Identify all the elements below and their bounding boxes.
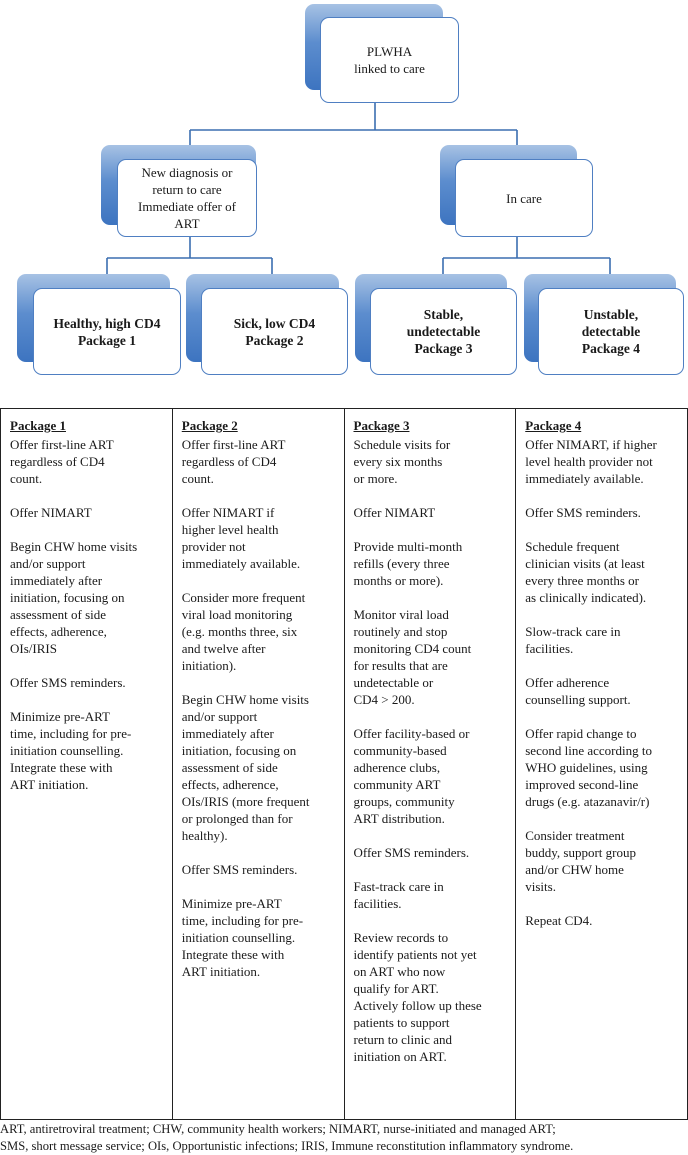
new-diagnosis-box: New diagnosis or return to care Immediat… — [117, 159, 257, 237]
list-item: Provide multi-month refills (every three… — [353, 539, 463, 588]
package-3-column: Package 3 Schedule visits for every six … — [345, 409, 517, 1119]
list-item: Begin CHW home visits and/or support imm… — [181, 692, 310, 843]
in-care-label: In care — [506, 190, 542, 206]
package-4-label: Unstable, detectable Package 4 — [581, 307, 641, 356]
package-1-box: Healthy, high CD4 Package 1 — [33, 288, 181, 375]
package-2-box: Sick, low CD4 Package 2 — [201, 288, 348, 375]
list-item: Offer rapid change to second line accord… — [525, 726, 652, 809]
list-item: Offer SMS reminders. — [525, 505, 641, 520]
in-care-box: In care — [455, 159, 593, 237]
list-item: Repeat CD4. — [525, 913, 593, 928]
package-3-box: Stable, undetectable Package 3 — [370, 288, 517, 375]
package-1-label: Healthy, high CD4 Package 1 — [53, 315, 161, 348]
connector-lines — [106, 102, 611, 288]
list-item: Consider more frequent viral load monito… — [181, 590, 306, 673]
root-box: PLWHA linked to care — [320, 17, 459, 103]
list-item: Consider treatment buddy, support group … — [525, 828, 636, 894]
column-header: Package 3 — [353, 418, 410, 433]
new-diagnosis-label: New diagnosis or return to care Immediat… — [138, 165, 236, 231]
package-1-column: Package 1 Offer first-line ART regardles… — [1, 409, 173, 1119]
list-item: Offer SMS reminders. — [181, 862, 298, 877]
package-2-column: Package 2 Offer first-line ART regardles… — [173, 409, 345, 1119]
list-item: Schedule frequent clinician visits (at l… — [525, 539, 647, 605]
column-header: Package 4 — [525, 418, 582, 433]
list-item: Offer SMS reminders. — [10, 675, 126, 690]
packages-table: Package 1 Offer first-line ART regardles… — [0, 408, 688, 1120]
list-item: Review records to identify patients not … — [353, 930, 482, 1064]
package-4-column: Package 4 Offer NIMART, if higher level … — [516, 409, 687, 1119]
list-item: Schedule visits for every six months or … — [353, 437, 451, 486]
list-item: Begin CHW home visits and/or support imm… — [10, 539, 138, 656]
package-3-label: Stable, undetectable Package 3 — [406, 307, 481, 356]
list-item: Slow-track care in facilities. — [525, 624, 621, 656]
list-item: Offer facility-based or community-based … — [353, 726, 470, 826]
list-item: Offer NIMART, if higher level health pro… — [525, 437, 657, 486]
list-item: Offer NIMART if higher level health prov… — [181, 505, 301, 571]
list-item: Offer first-line ART regardless of CD4 c… — [10, 437, 114, 486]
package-4-box: Unstable, detectable Package 4 — [538, 288, 684, 375]
care-flow-diagram: PLWHA linked to care New diagnosis or re… — [0, 0, 688, 400]
list-item: Offer NIMART — [10, 505, 92, 520]
list-item: Offer adherence counselling support. — [525, 675, 631, 707]
package-2-label: Sick, low CD4 Package 2 — [233, 315, 316, 348]
list-item: Minimize pre-ART time, including for pre… — [181, 896, 304, 979]
list-item: Offer SMS reminders. — [353, 845, 470, 860]
list-item: Offer first-line ART regardless of CD4 c… — [181, 437, 286, 486]
column-header: Package 1 — [10, 418, 66, 433]
list-item: Fast-track care in facilities. — [353, 879, 444, 911]
list-item: Offer NIMART — [353, 505, 436, 520]
root-label: PLWHA linked to care — [354, 44, 425, 76]
column-header: Package 2 — [181, 418, 238, 433]
abbreviations-footnote: ART, antiretroviral treatment; CHW, comm… — [0, 1122, 574, 1153]
list-item: Minimize pre-ART time, including for pre… — [10, 709, 132, 792]
list-item: Monitor viral load routinely and stop mo… — [353, 607, 472, 707]
